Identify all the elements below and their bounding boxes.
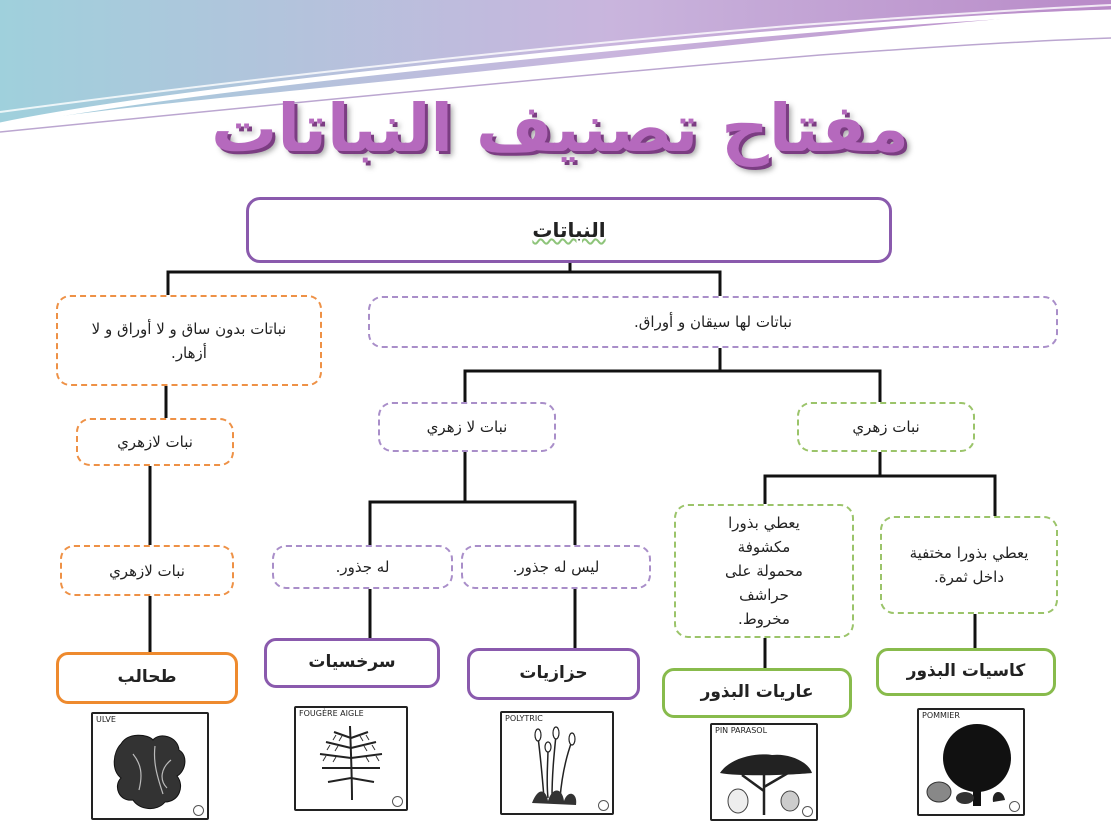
node-non-flower-left2: نبات لازهري — [60, 545, 234, 596]
node-seeds-exposed: يعطي بذورا مكشوفة محمولة على حراشف مخروط… — [674, 504, 854, 638]
page-title: مفتاح تصنيف النباتات — [211, 90, 909, 167]
node-non-flower-mid: نبات لا زهري — [378, 402, 556, 452]
node-has-roots-label: له جذور. — [335, 558, 390, 576]
banner-decoration — [0, 0, 1111, 133]
photo-algae: ULVE — [91, 712, 209, 820]
fern-icon — [319, 725, 383, 801]
photo-mosses: POLYTRIC — [500, 711, 614, 815]
root-label: النباتات — [532, 218, 606, 242]
group-angiosperms: كاسيات البذور — [876, 648, 1056, 696]
photo-gymnosperms-label: PIN PARASOL — [715, 726, 768, 735]
group-algae-label: طحالب — [117, 667, 177, 688]
group-angiosperms-label: كاسيات البذور — [906, 661, 1026, 682]
node-non-flower-mid-label: نبات لا زهري — [426, 418, 508, 436]
algae-icon — [113, 734, 186, 809]
photo-ferns-label: FOUGÈRE AIGLE — [299, 709, 364, 718]
photo-ferns: FOUGÈRE AIGLE — [294, 706, 408, 811]
photo-number-icon — [392, 796, 403, 807]
node-flower-label: نبات زهري — [852, 418, 920, 436]
group-mosses: حزازيات — [467, 648, 640, 700]
pine-tree-icon — [720, 754, 812, 815]
root-node: النباتات — [246, 197, 892, 263]
photo-angiosperms-label: POMMIER — [922, 711, 960, 720]
node-seeds-hidden-label: يعطي بذورا مختفية داخل ثمرة. — [909, 544, 1029, 586]
node-non-flower-left: نبات لازهري — [76, 418, 234, 466]
photo-number-icon — [1009, 801, 1020, 812]
group-mosses-label: حزازيات — [519, 663, 588, 684]
group-ferns: سرخسيات — [264, 638, 440, 688]
group-gymnosperms-label: عاريات البذور — [700, 682, 814, 703]
node-with-stem: نباتات لها سيقان و أوراق. — [368, 296, 1058, 348]
photo-number-icon — [193, 805, 204, 816]
photo-number-icon — [802, 806, 813, 817]
photo-angiosperms: POMMIER — [917, 708, 1025, 816]
photo-algae-label: ULVE — [96, 715, 116, 724]
node-no-stem-label: نباتات بدون ساق و لا أوراق و لا أزهار. — [91, 319, 287, 362]
photo-mosses-label: POLYTRIC — [505, 714, 543, 723]
node-seeds-exposed-label: يعطي بذورا مكشوفة محمولة على حراشف مخروط… — [725, 514, 803, 628]
node-with-stem-label: نباتات لها سيقان و أوراق. — [634, 313, 793, 331]
photo-gymnosperms: PIN PARASOL — [710, 723, 818, 821]
group-gymnosperms: عاريات البذور — [662, 668, 852, 718]
node-no-roots-label: ليس له جذور. — [512, 558, 600, 576]
node-seeds-hidden: يعطي بذورا مختفية داخل ثمرة. — [880, 516, 1058, 614]
node-no-stem: نباتات بدون ساق و لا أوراق و لا أزهار. — [56, 295, 322, 386]
photo-number-icon — [598, 800, 609, 811]
node-no-roots: ليس له جذور. — [461, 545, 651, 589]
node-has-roots: له جذور. — [272, 545, 453, 589]
node-flower: نبات زهري — [797, 402, 975, 452]
apple-tree-icon — [926, 724, 1011, 806]
node-non-flower-left2-label: نبات لازهري — [109, 561, 185, 580]
group-algae: طحالب — [56, 652, 238, 704]
node-non-flower-left-label: نبات لازهري — [117, 433, 193, 451]
moss-icon — [532, 726, 577, 805]
group-ferns-label: سرخسيات — [308, 652, 396, 673]
